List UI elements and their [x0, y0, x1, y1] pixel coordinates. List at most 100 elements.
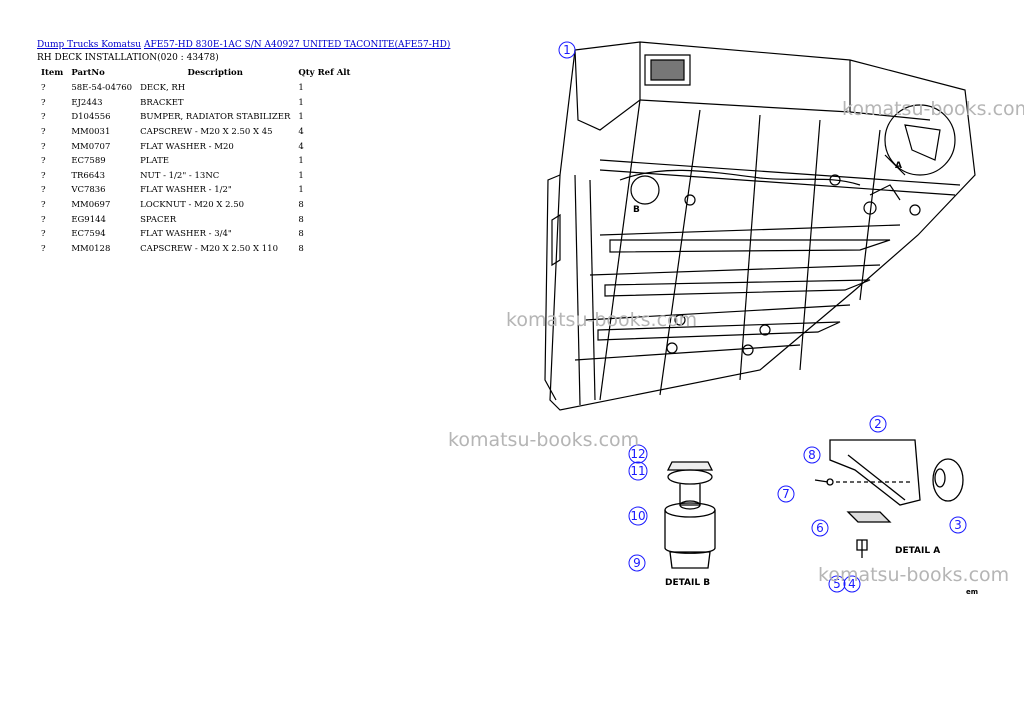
cell-partno: EC7594	[71, 229, 106, 240]
cell-qty: 8	[298, 243, 304, 254]
cell-item: ?	[41, 214, 46, 225]
table-row: ? MM0031 CAPSCREW - M20 X 2.50 X 45 4	[37, 125, 354, 140]
watermark: komatsu-books.com	[506, 309, 698, 331]
callout-8[interactable]: 8	[803, 446, 821, 464]
detail-b-drawing	[664, 461, 716, 569]
svg-text:6: 6	[816, 521, 824, 535]
svg-text:3: 3	[954, 518, 962, 532]
marker-a: A	[895, 161, 902, 171]
cell-description: SPACER	[140, 214, 177, 225]
table-row: ? EG9144 SPACER 8	[37, 212, 354, 227]
cell-partno: D104556	[71, 112, 111, 123]
cell-description: DECK, RH	[140, 83, 186, 94]
cell-item: ?	[41, 185, 46, 196]
cell-item: ?	[41, 97, 46, 108]
cell-item: ?	[41, 141, 46, 152]
callout-11[interactable]: 11	[628, 461, 648, 481]
cell-qty: 1	[298, 112, 304, 123]
cell-item: ?	[41, 127, 46, 138]
table-header-row: Item PartNo Description Qty Ref Alt	[37, 66, 354, 81]
header-alt: Alt	[336, 68, 351, 78]
cell-item: ?	[41, 170, 46, 181]
cell-item: ?	[41, 229, 46, 240]
deck-drawing	[544, 41, 976, 411]
detail-a-label: DETAIL A	[895, 546, 940, 556]
svg-text:5: 5	[833, 577, 841, 591]
callout-4[interactable]: 4	[843, 575, 861, 593]
cell-description: BUMPER, RADIATOR STABILIZER	[140, 112, 291, 123]
cell-description: BRACKET	[140, 97, 184, 108]
cell-description: FLAT WASHER - 3/4"	[140, 229, 232, 240]
cell-qty: 1	[298, 185, 304, 196]
breadcrumb-link-dump-trucks[interactable]: Dump Trucks Komatsu	[37, 40, 142, 50]
header-ref: Ref	[317, 68, 334, 78]
callouts: 1 2 3 4 5 6 7 8 9 10 11 12	[558, 41, 967, 593]
detail-b-label: DETAIL B	[665, 578, 710, 588]
corner-code: em	[966, 588, 978, 596]
cell-qty: 8	[298, 229, 304, 240]
cell-partno: MM0707	[71, 141, 111, 152]
cell-description: CAPSCREW - M20 X 2.50 X 45	[140, 127, 273, 138]
cell-qty: 1	[298, 83, 304, 94]
detail-a-drawing	[814, 439, 964, 558]
callout-7[interactable]: 7	[777, 485, 795, 503]
cell-partno: EG9144	[71, 214, 106, 225]
callout-5[interactable]: 5	[828, 575, 846, 593]
page-title: RH DECK INSTALLATION(020 : 43478)	[37, 53, 219, 63]
callout-3[interactable]: 3	[949, 516, 967, 534]
table-row: ? MM0128 CAPSCREW - M20 X 2.50 X 110 8	[37, 242, 354, 257]
table-row: ? TR6643 NUT - 1/2" - 13NC 1	[37, 169, 354, 184]
cell-partno: EJ2443	[71, 97, 103, 108]
callout-10[interactable]: 10	[628, 506, 648, 526]
header-qty-ref-alt: Qty Ref Alt	[294, 66, 354, 81]
header-qty: Qty	[298, 68, 315, 78]
cell-description: NUT - 1/2" - 13NC	[140, 170, 220, 181]
cell-item: ?	[41, 83, 46, 94]
callout-6[interactable]: 6	[811, 519, 829, 537]
cell-partno: EC7589	[71, 156, 106, 167]
breadcrumb-link-model[interactable]: AFE57-HD 830E-1AC S/N A40927 UNITED TACO…	[143, 40, 451, 50]
cell-qty: 1	[298, 170, 304, 181]
cell-description: FLAT WASHER - 1/2"	[140, 185, 232, 196]
cell-qty: 8	[298, 200, 304, 211]
cell-item: ?	[41, 200, 46, 211]
callout-12[interactable]: 12	[628, 444, 648, 464]
svg-text:4: 4	[848, 577, 856, 591]
callout-9[interactable]: 9	[628, 554, 646, 572]
header-item: Item	[41, 68, 64, 78]
parts-table: Item PartNo Description Qty Ref Alt ? 58E…	[37, 66, 354, 256]
cell-item: ?	[41, 156, 46, 167]
callout-2[interactable]: 2	[869, 415, 887, 433]
table-row: ? EC7589 PLATE 1	[37, 154, 354, 169]
svg-text:10: 10	[630, 509, 645, 523]
header-partno: PartNo	[71, 68, 105, 78]
breadcrumb: Dump Trucks Komatsu AFE57-HD 830E-1AC S/…	[37, 40, 450, 50]
svg-text:9: 9	[633, 556, 641, 570]
svg-text:8: 8	[808, 448, 816, 462]
table-row: ? 58E-54-04760 DECK, RH 1	[37, 81, 354, 96]
diagram-labels: DETAIL A DETAIL B A B em	[633, 161, 978, 596]
watermark: komatsu-books.com	[818, 564, 1010, 586]
callout-1[interactable]: 1	[558, 41, 576, 59]
cell-description: LOCKNUT - M20 X 2.50	[140, 200, 245, 211]
watermark: komatsu-books.com	[842, 98, 1024, 120]
cell-qty: 4	[298, 127, 304, 138]
cell-qty: 4	[298, 141, 304, 152]
table-row: ? EC7594 FLAT WASHER - 3/4" 8	[37, 227, 354, 242]
cell-qty: 1	[298, 156, 304, 167]
cell-item: ?	[41, 112, 46, 123]
svg-text:1: 1	[563, 43, 571, 57]
cell-partno: MM0128	[71, 243, 111, 254]
cell-qty: 8	[298, 214, 304, 225]
cell-description: PLATE	[140, 156, 170, 167]
cell-partno: 58E-54-04760	[71, 83, 133, 94]
cell-partno: MM0031	[71, 127, 111, 138]
cell-description: CAPSCREW - M20 X 2.50 X 110	[140, 243, 278, 254]
cell-item: ?	[41, 243, 46, 254]
svg-text:7: 7	[782, 487, 790, 501]
cell-partno: TR6643	[71, 170, 106, 181]
